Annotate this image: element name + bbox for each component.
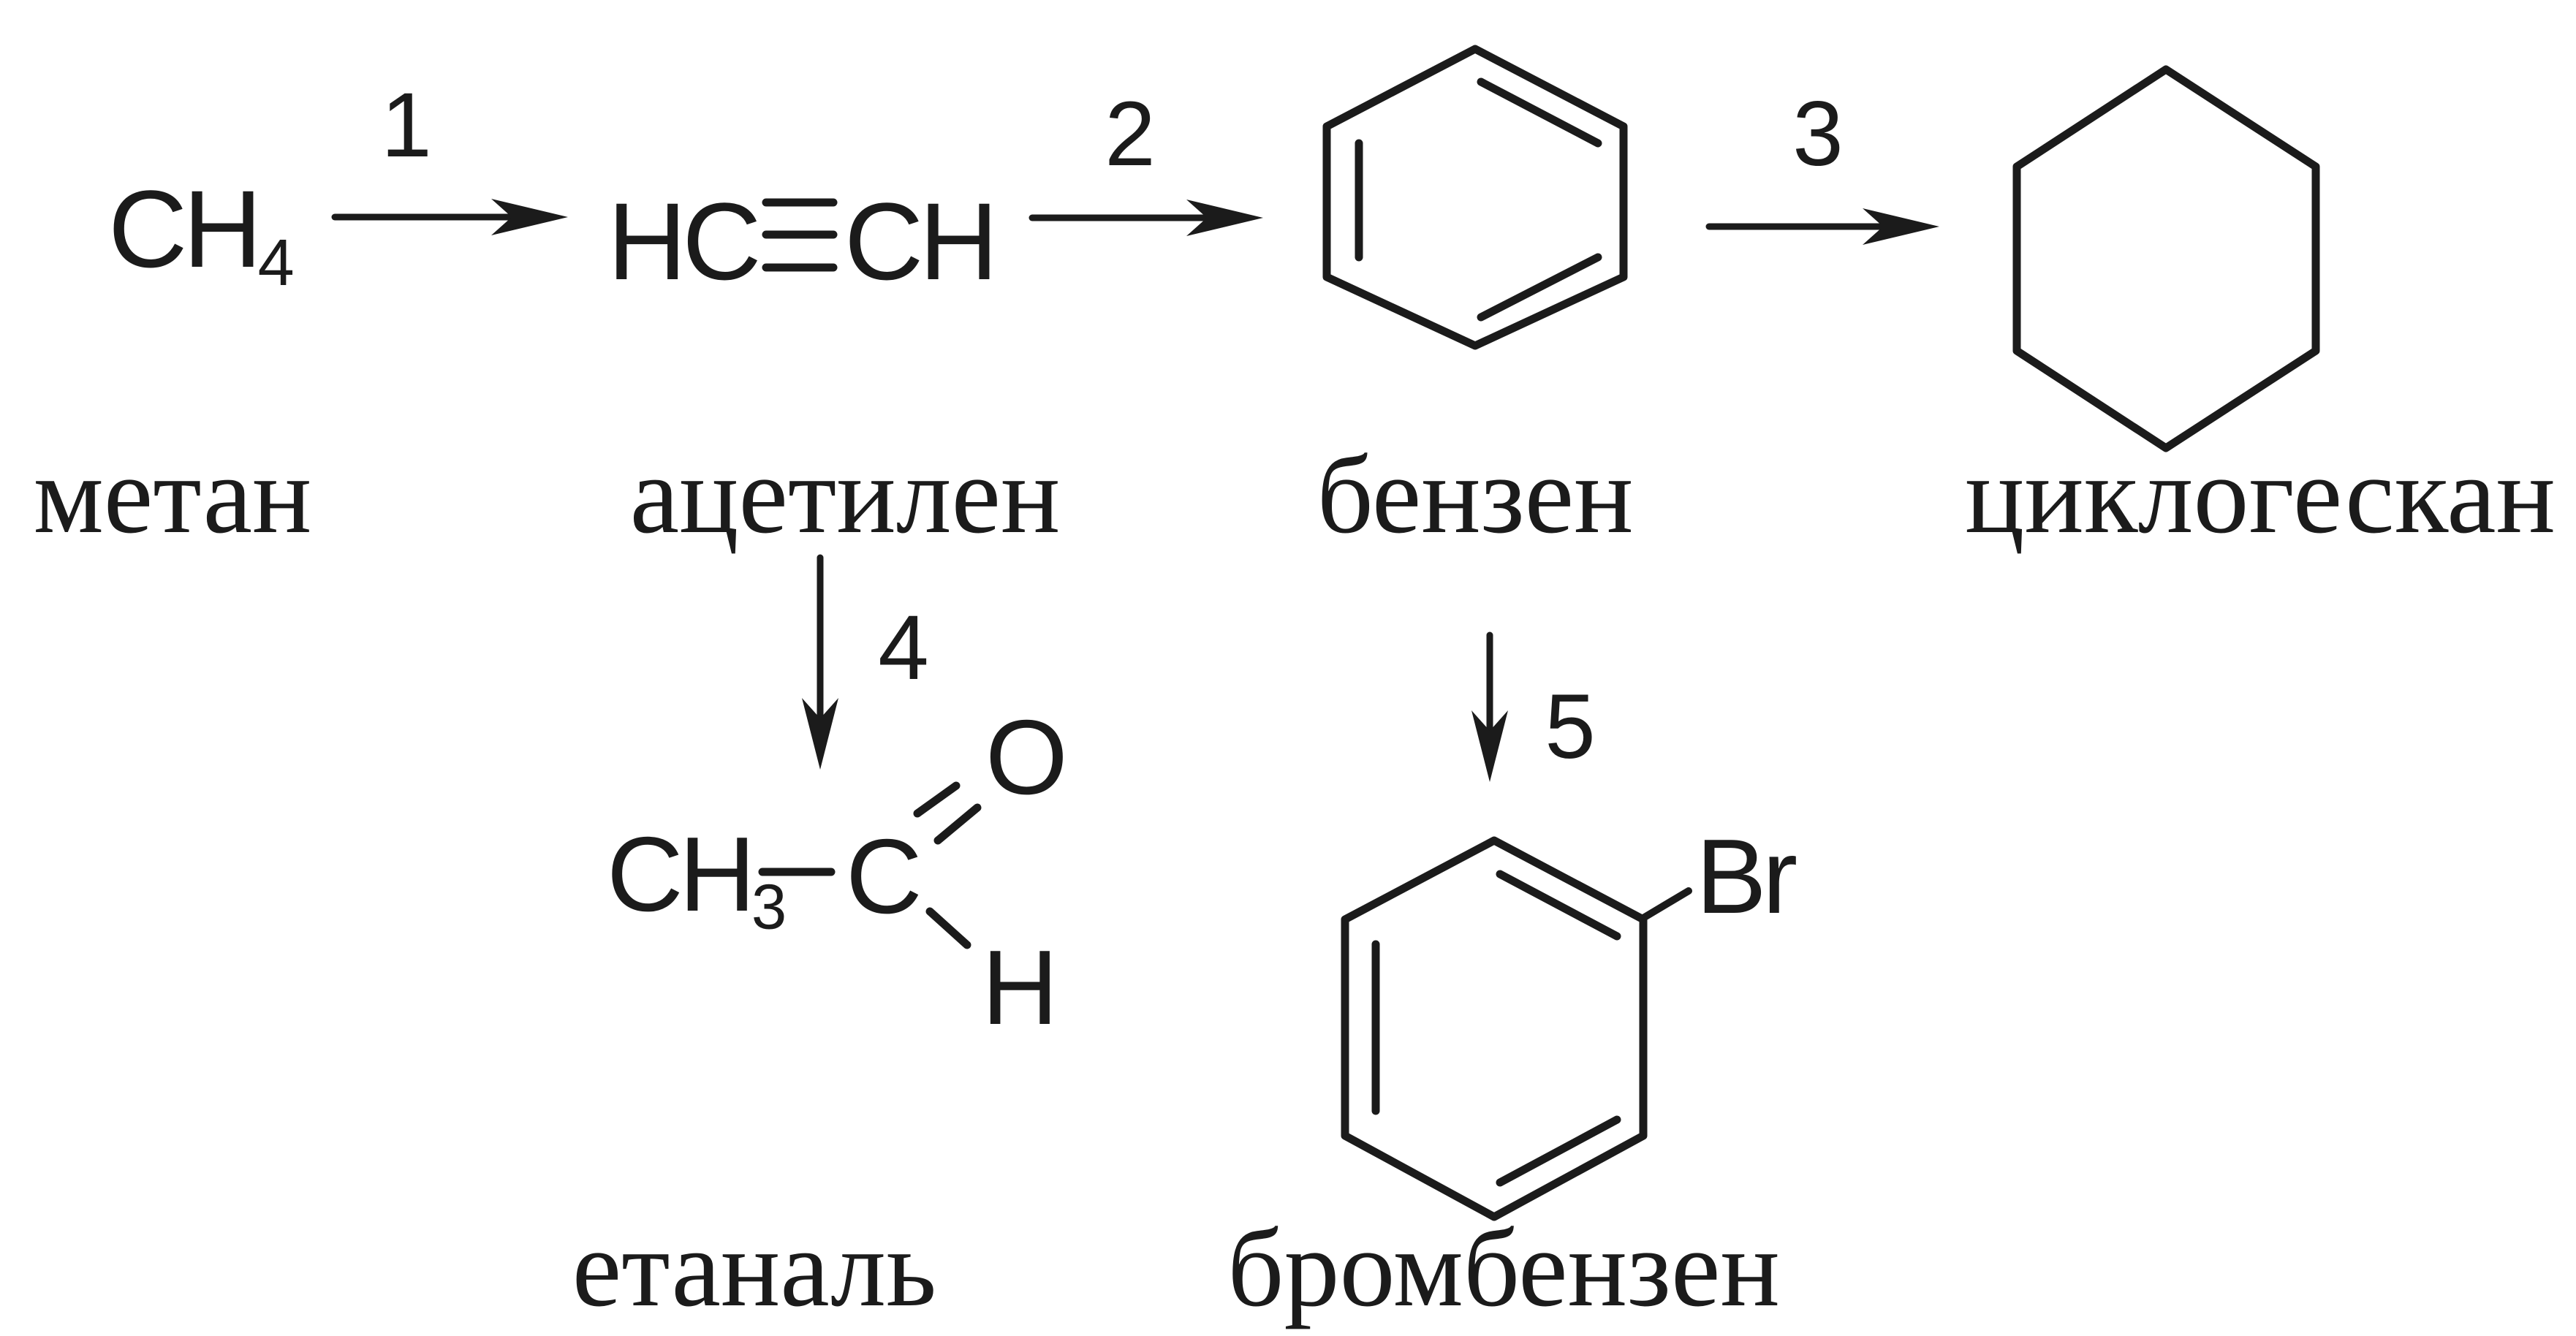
reaction-arrow-5: [1471, 631, 1508, 782]
step-3-number: 3: [1792, 83, 1844, 185]
methane-formula: CH4: [108, 174, 295, 296]
bromine-substituent: Br: [1696, 817, 1797, 935]
cyclohexane-ring: [2012, 65, 2320, 452]
bond-c-br: [1640, 887, 1692, 922]
ethanal-name-label: етаналь: [572, 1207, 937, 1329]
ethanal-methyl-base: CH: [607, 815, 756, 933]
step-5-number: 5: [1545, 676, 1596, 778]
triple-bond: [762, 198, 838, 272]
single-bond-c-h: [925, 907, 971, 949]
bromobenzene-ring: [1341, 836, 1692, 1221]
ethanal-methyl-subscript: 3: [751, 871, 787, 943]
benzene-name-label: бензен: [1317, 433, 1634, 556]
bromobenzene-name-label: бромбензен: [1227, 1207, 1780, 1329]
ethanal-bonds: [758, 781, 982, 949]
ethanal-methyl-group: CH3: [607, 821, 787, 939]
methane-name-label: метан: [33, 433, 312, 556]
cyclohexane-name-label: циклогескан: [1965, 433, 2556, 556]
double-bond-c-o: [913, 781, 982, 845]
ethanal-oxygen: O: [985, 698, 1068, 816]
step-4-number: 4: [878, 597, 929, 699]
reaction-arrow-2: [1028, 200, 1263, 236]
ethanal-hydrogen: H: [982, 928, 1058, 1047]
benzene-ring: [1322, 45, 1628, 350]
acetylene-name-label: ацетилен: [629, 433, 1061, 556]
step-1-number: 1: [381, 75, 432, 176]
acetylene-formula-left: HC: [607, 180, 762, 303]
reaction-arrow-3: [1705, 208, 1939, 245]
reaction-arrow-1: [331, 199, 568, 235]
acetylene-formula-right: CH: [844, 180, 999, 303]
methane-formula-subscript: 4: [257, 227, 295, 300]
reaction-arrow-4: [802, 554, 838, 770]
ethanal-carbon: C: [846, 817, 923, 935]
methane-formula-base: CH: [108, 167, 262, 290]
step-2-number: 2: [1105, 83, 1156, 185]
